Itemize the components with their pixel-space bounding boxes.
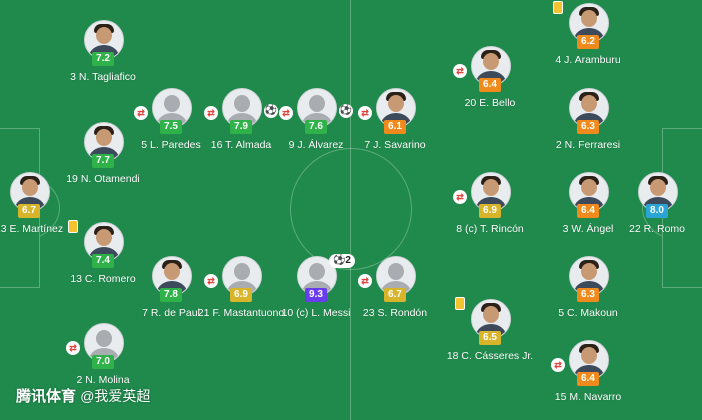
player-name: 8 (c) T. Rincón [456, 223, 524, 235]
player-rating: 9.3 [305, 288, 327, 302]
player-name: 20 E. Bello [464, 97, 516, 109]
yellow-card-icon [553, 1, 563, 14]
player-name: 16 T. Almada [210, 139, 272, 151]
substitution-icon: ⇄ [358, 274, 372, 288]
player-name: 10 (c) L. Messi [281, 307, 351, 319]
player-name: 19 N. Otamendi [66, 173, 140, 185]
player-rating: 6.7 [18, 204, 40, 218]
center-circle [290, 148, 412, 270]
player-rating: 6.9 [230, 288, 252, 302]
player-rating: 7.6 [305, 120, 327, 134]
substitution-icon: ⇄ [453, 64, 467, 78]
player-name: 3 N. Tagliafico [70, 71, 136, 83]
player-rating: 7.8 [160, 288, 182, 302]
player-rating: 6.1 [384, 120, 406, 134]
watermark: 腾讯体育 @我爱英超 [16, 385, 150, 406]
player-name: 3 W. Ángel [562, 223, 614, 235]
player-avatar [471, 46, 511, 86]
player-name: 2 N. Molina [76, 374, 130, 386]
player-rating: 7.2 [92, 52, 114, 66]
assist-boot-icon: ⚽ [264, 104, 278, 118]
substitution-icon: ⇄ [66, 341, 80, 355]
player-name: 15 M. Navarro [554, 391, 622, 403]
player-rating: 7.0 [92, 355, 114, 369]
player-rating: 7.4 [92, 254, 114, 268]
player-rating: 6.9 [479, 204, 501, 218]
yellow-card-icon [455, 297, 465, 310]
substitution-icon: ⇄ [204, 106, 218, 120]
player-rating: 6.5 [479, 331, 501, 345]
player-name: 4 J. Aramburu [555, 54, 621, 66]
player-rating: 6.4 [479, 78, 501, 92]
player-name: 5 C. Makoun [558, 307, 618, 319]
player-name: 9 J. Álvarez [288, 139, 344, 151]
player-rating: 7.5 [160, 120, 182, 134]
player-name: 21 F. Mastantuono [197, 307, 285, 319]
assist-boot-icon: ⚽ [339, 104, 353, 118]
player-name: 23 E. Martínez [0, 223, 64, 235]
player-name: 18 C. Cásseres Jr. [446, 350, 534, 362]
player-name: 5 L. Paredes [141, 139, 201, 151]
player-name: 7 J. Savarino [364, 139, 426, 151]
player-name: 13 C. Romero [70, 273, 136, 285]
player-name: 22 R. Romo [628, 223, 686, 235]
player-rating: 6.3 [577, 120, 599, 134]
watermark-brand: 腾讯体育 [16, 388, 77, 405]
substitution-icon: ⇄ [358, 106, 372, 120]
yellow-card-icon [68, 220, 78, 233]
player-rating: 8.0 [646, 204, 668, 218]
substitution-icon: ⇄ [279, 106, 293, 120]
player-name: 7 R. de Paul [142, 307, 200, 319]
player-rating: 6.2 [577, 35, 599, 49]
player-rating: 6.4 [577, 372, 599, 386]
substitution-icon: ⇄ [551, 358, 565, 372]
player-rating: 7.9 [230, 120, 252, 134]
substitution-icon: ⇄ [134, 106, 148, 120]
watermark-handle: @我爱英超 [80, 388, 151, 404]
substitution-icon: ⇄ [453, 190, 467, 204]
player-name: 2 N. Ferraresi [555, 139, 621, 151]
player-rating: 6.3 [577, 288, 599, 302]
player-rating: 7.7 [92, 154, 114, 168]
player-avatar [152, 88, 192, 128]
goals-badge: ⚽2 [329, 254, 355, 268]
substitution-icon: ⇄ [204, 274, 218, 288]
player-rating: 6.7 [384, 288, 406, 302]
player-rating: 6.4 [577, 204, 599, 218]
player-name: 23 S. Rondón [362, 307, 428, 319]
